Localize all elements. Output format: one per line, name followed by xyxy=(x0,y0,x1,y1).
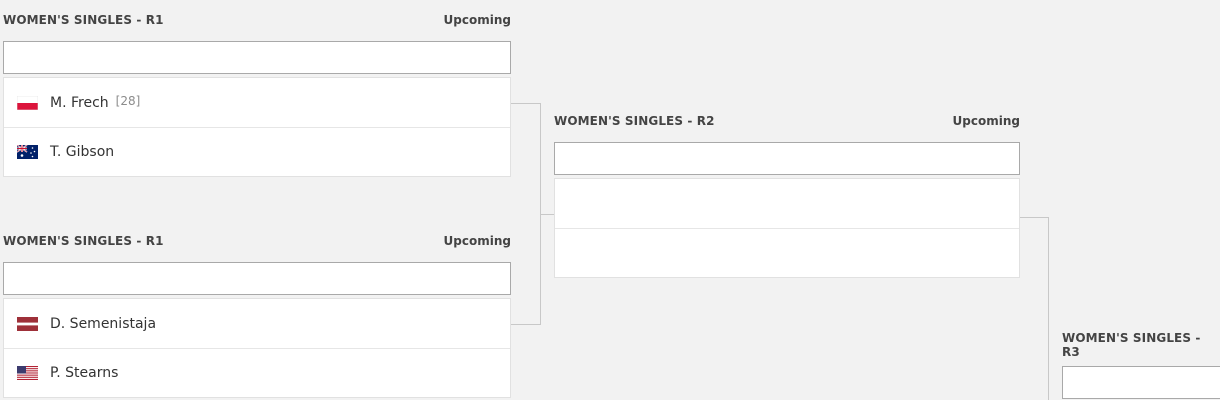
match-card-r3[interactable]: WOMEN'S SINGLES - R3 xyxy=(1062,331,1220,399)
match-header: WOMEN'S SINGLES - R2 Upcoming xyxy=(554,113,1020,129)
players-list: D. Semenistaja P. Stearns xyxy=(3,298,511,398)
match-status: Upcoming xyxy=(443,234,511,248)
round-title: WOMEN'S SINGLES - R1 xyxy=(3,13,164,27)
player-row[interactable]: P. Stearns xyxy=(4,348,510,397)
round-title: WOMEN'S SINGLES - R1 xyxy=(3,234,164,248)
bracket-connector xyxy=(511,103,541,104)
round-title: WOMEN'S SINGLES - R3 xyxy=(1062,331,1201,359)
player-row[interactable] xyxy=(555,179,1019,228)
poland-flag-icon xyxy=(17,95,38,110)
player-name[interactable]: T. Gibson xyxy=(50,144,115,160)
player-row[interactable]: T. Gibson xyxy=(4,127,510,176)
bracket-connector xyxy=(541,214,554,215)
latvia-flag-icon xyxy=(17,316,38,331)
match-info-box[interactable] xyxy=(3,41,511,74)
player-name[interactable]: P. Stearns xyxy=(50,365,119,381)
match-info-box[interactable] xyxy=(1062,366,1220,399)
match-header: WOMEN'S SINGLES - R3 xyxy=(1062,331,1220,359)
match-status: Upcoming xyxy=(443,13,511,27)
players-list: M. Frech [28] T. Gibson xyxy=(3,77,511,177)
player-seed: [28] xyxy=(115,93,141,108)
match-header: WOMEN'S SINGLES - R1 Upcoming xyxy=(3,233,511,249)
bracket-connector xyxy=(511,324,541,325)
player-name[interactable]: D. Semenistaja xyxy=(50,315,157,332)
player-row[interactable]: M. Frech [28] xyxy=(4,78,510,127)
australia-flag-icon xyxy=(17,145,38,159)
bracket-connector xyxy=(1048,217,1049,400)
match-info-box[interactable] xyxy=(554,142,1020,175)
bracket-connector xyxy=(540,103,541,325)
bracket-connector xyxy=(1020,217,1049,218)
match-card-r1-b[interactable]: WOMEN'S SINGLES - R1 Upcoming D. Semenis… xyxy=(3,233,511,398)
round-title: WOMEN'S SINGLES - R2 xyxy=(554,114,715,128)
match-card-r1-a[interactable]: WOMEN'S SINGLES - R1 Upcoming M. Frech [… xyxy=(3,12,511,177)
usa-flag-icon xyxy=(17,366,38,380)
match-info-box[interactable] xyxy=(3,262,511,295)
players-list xyxy=(554,178,1020,278)
match-status: Upcoming xyxy=(952,114,1020,128)
match-card-r2[interactable]: WOMEN'S SINGLES - R2 Upcoming xyxy=(554,113,1020,278)
player-row[interactable]: D. Semenistaja xyxy=(4,299,510,348)
player-name[interactable]: M. Frech xyxy=(50,94,109,111)
player-row[interactable] xyxy=(555,228,1019,277)
match-header: WOMEN'S SINGLES - R1 Upcoming xyxy=(3,12,511,28)
